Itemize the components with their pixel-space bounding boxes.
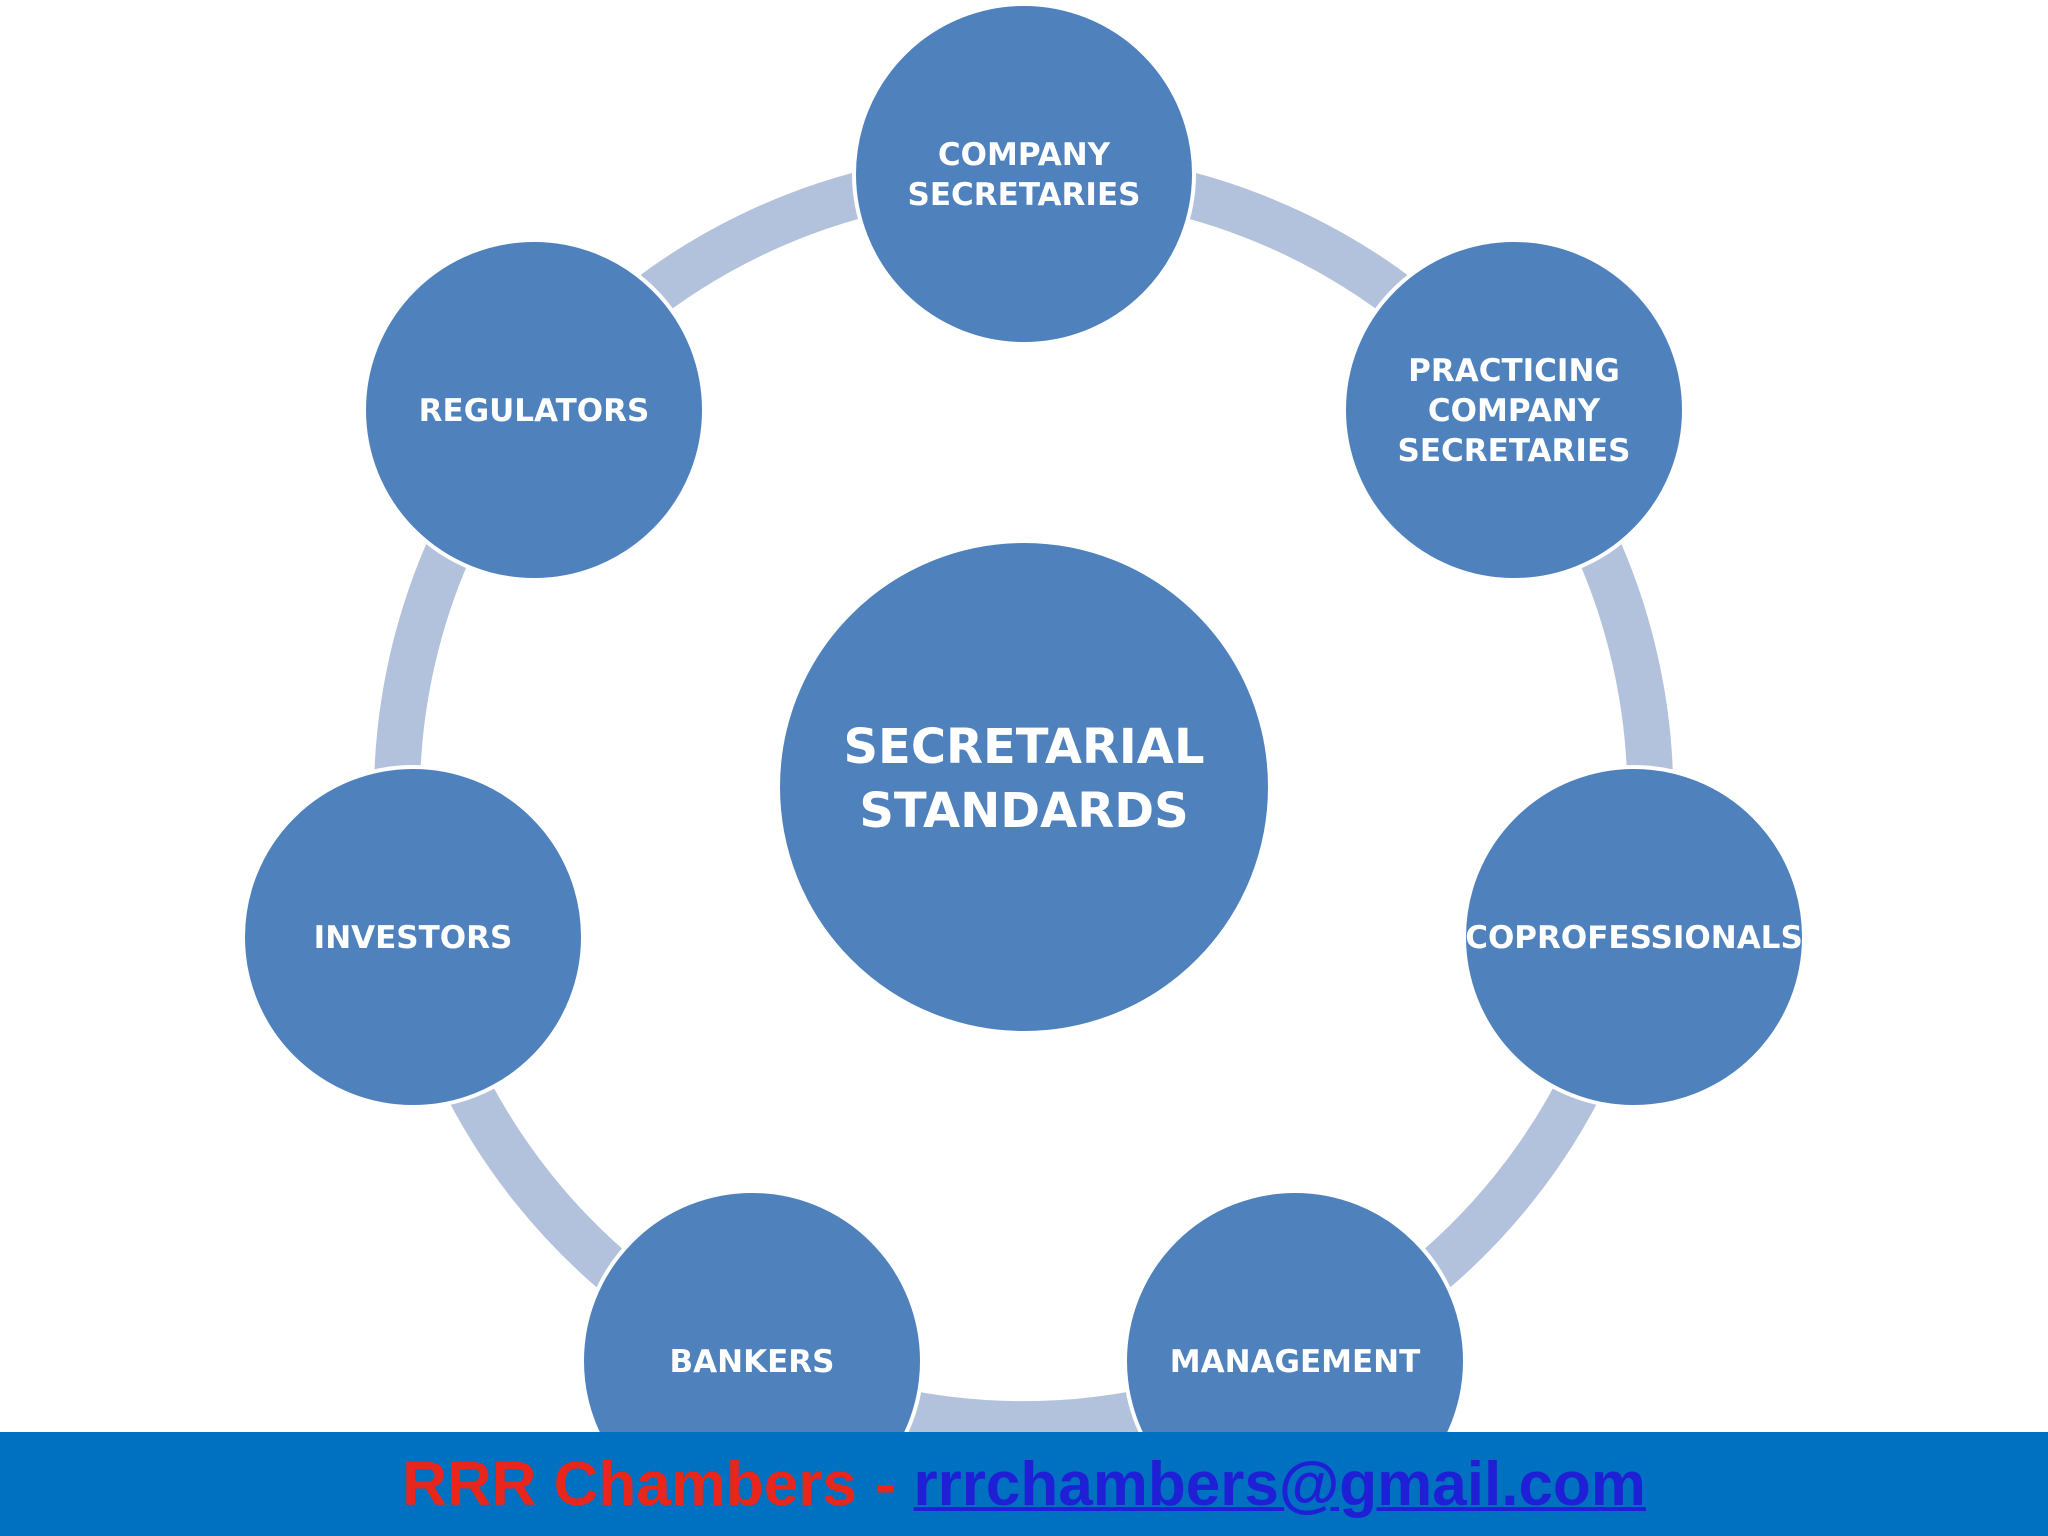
node-circle [1462,765,1806,1109]
center-label-line: SECRETARIAL [843,719,1204,775]
node-circle [1342,238,1686,582]
node-investors: INVESTORS [241,765,585,1109]
node-circle [362,238,706,582]
node-label-line: SECRETARIES [1398,433,1631,469]
center-label-line: STANDARDS [859,783,1188,839]
footer-bar: RRR Chambers - rrrchambers@gmail.com [0,1432,2048,1536]
node-regulators: REGULATORS [362,238,706,582]
node-coprofessionals: COPROFESSIONALS [1462,765,1806,1109]
node-practicing-company-secretaries: PRACTICING COMPANY SECRETARIES [1342,238,1686,582]
node-label-line: INVESTORS [314,920,513,956]
center-node: SECRETARIAL STANDARDS [776,539,1272,1035]
node-label-line: BANKERS [670,1344,835,1380]
node-company-secretaries: COMPANY SECRETARIES [852,2,1196,346]
footer-email-link[interactable]: rrrchambers@gmail.com [913,1449,1646,1519]
footer-brand: RRR Chambers [402,1449,857,1519]
node-label-line: COPROFESSIONALS [1465,920,1803,956]
node-label-line: REGULATORS [419,393,650,429]
center-circle [776,539,1272,1035]
node-label-line: PRACTICING [1408,353,1620,389]
node-label-line: COMPANY [1428,393,1601,429]
node-label-line: COMPANY [938,137,1111,173]
footer-separator: - [874,1449,896,1519]
node-label-line: MANAGEMENT [1170,1344,1421,1380]
node-circle [241,765,585,1109]
node-circle [852,2,1196,346]
node-label-line: SECRETARIES [908,177,1141,213]
